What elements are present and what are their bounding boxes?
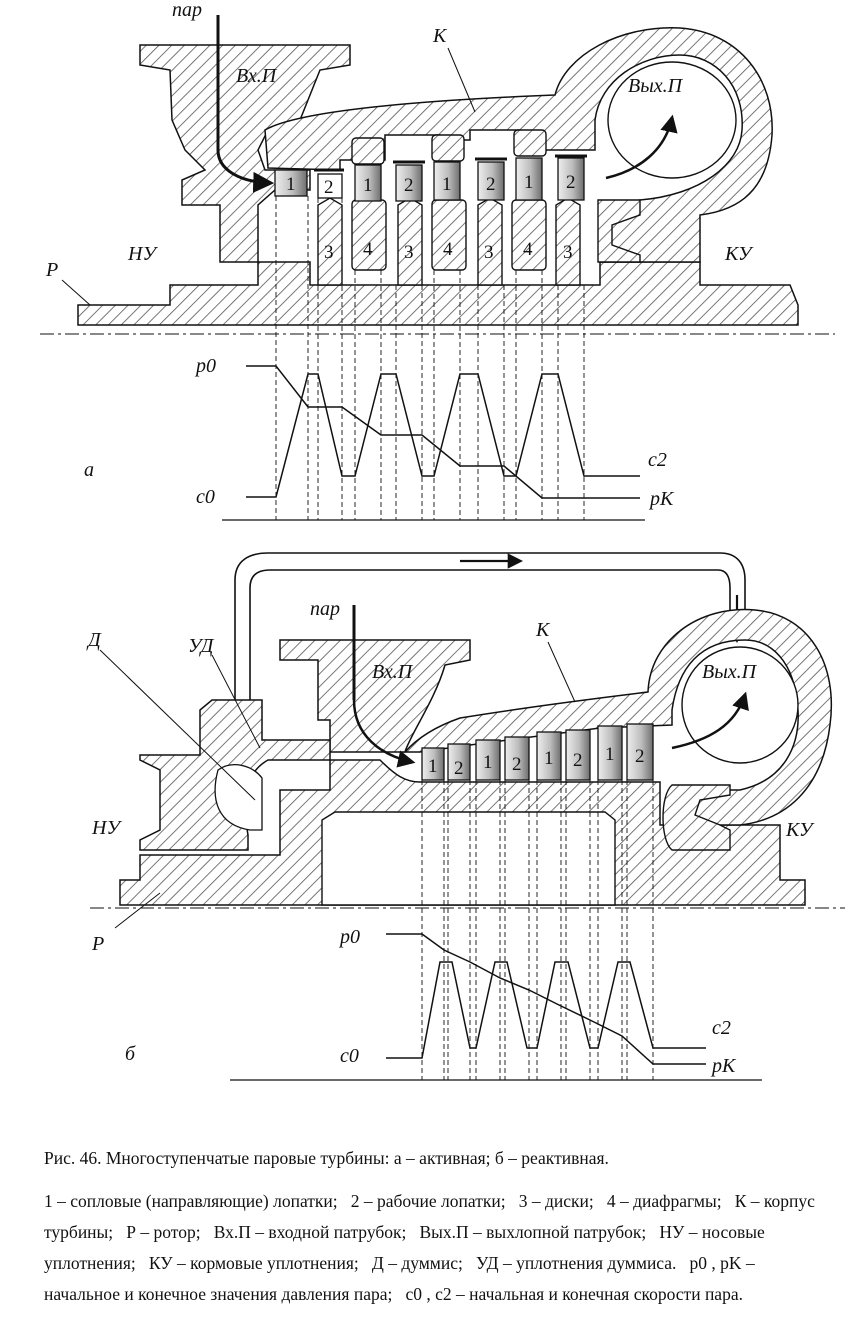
steam-curve-b [352, 699, 416, 768]
pressure-curve-b [386, 933, 706, 1065]
disk-label: 3 [324, 242, 334, 263]
leader-casing-b [547, 641, 576, 703]
caption-title: Рис. 46. Многоступенчатые паровые турбин… [44, 1148, 609, 1168]
nose-seal-label-b: НУ [91, 817, 122, 839]
disk-labels-a: 3 3 3 3 [324, 242, 573, 263]
blades-a [274, 157, 585, 202]
inlet-label-a: Вх.П [236, 65, 278, 87]
figure-legend: 1 – сопловые (направляющие) лопатки; 2 –… [44, 1186, 834, 1310]
blade-label: 2 [573, 750, 583, 771]
stern-seal-label-a: КУ [724, 243, 754, 265]
blade-label: 2 [324, 177, 334, 198]
inlet-label-b: Вх.П [372, 661, 414, 683]
exhaust-arrow-a [605, 114, 678, 180]
diaphragm-heads-a [351, 129, 547, 165]
diaphragm-label: 4 [443, 239, 453, 260]
variant-label-b: б [125, 1043, 136, 1065]
blade-label: 1 [428, 756, 438, 777]
rotor-label-b: Р [91, 933, 104, 955]
pressure-curve-a [246, 365, 640, 499]
blade-label: 2 [512, 754, 522, 775]
projection-lines-b [421, 780, 654, 1080]
projection-lines-a [275, 196, 585, 520]
diaphragm-label: 4 [363, 239, 373, 260]
blade-labels-a: 1 2 1 2 1 2 1 2 [286, 172, 576, 198]
steam-label-a: пар [172, 0, 202, 21]
velocity-curve-b [386, 961, 706, 1059]
diaphragm-labels-a: 4 4 4 [363, 239, 533, 260]
blade-label: 1 [363, 175, 373, 196]
p0-label-b: p0 [338, 926, 360, 948]
rotor-a [77, 261, 799, 326]
steam-label-b: пар [310, 598, 340, 620]
blade-label: 2 [486, 174, 496, 195]
outlet-label-b: Вых.П [702, 661, 758, 683]
dummy-seal-label-b: УД [188, 635, 215, 657]
disk-label: 3 [484, 242, 494, 263]
disk-label: 3 [563, 242, 573, 263]
discs-a [317, 197, 581, 286]
blade-labels-b: 1 2 1 2 1 2 1 2 [428, 744, 645, 779]
c2-label-b: c2 [712, 1017, 731, 1039]
casing-inlet-a [139, 44, 351, 263]
turbine-diagram: пар Вх.П Вых.П К НУ КУ Р 1 2 1 2 1 2 1 2… [40, 0, 845, 1081]
casing-body-b [403, 608, 833, 826]
balance-pipe-inner-b [249, 569, 731, 760]
leader-rotor-a [61, 279, 91, 306]
casing-body-a [264, 27, 773, 263]
exhaust-arrow-b [671, 691, 749, 750]
blade-label: 1 [483, 752, 493, 773]
casing-label-b: К [535, 619, 551, 641]
stern-seal-block-a [597, 199, 641, 263]
blade-label: 1 [442, 174, 452, 195]
c2-label-a: c2 [648, 449, 667, 471]
blades-b [421, 723, 654, 781]
diagram-b: пар Вх.П Вых.П К НУ КУ Р Д УД 1 2 1 2 1 … [86, 552, 845, 1081]
dummy-hollow-b [214, 764, 263, 831]
stern-seal-block-b [662, 784, 731, 851]
figure-caption: Рис. 46. Многоступенчатые паровые турбин… [44, 1143, 834, 1174]
leader-casing-a [447, 47, 476, 113]
outlet-label-a: Вых.П [628, 75, 684, 97]
blade-label: 1 [286, 174, 296, 195]
pk-label-a: pK [648, 488, 675, 510]
variant-label-a: а [84, 459, 94, 481]
blade-label: 1 [605, 744, 615, 765]
blade-label: 1 [544, 748, 554, 769]
steam-arrow-a [216, 15, 275, 193]
pk-label-b: pK [710, 1055, 737, 1077]
c0-label-b: c0 [340, 1045, 359, 1067]
leader-dummy-b [99, 649, 256, 801]
balance-pipe-b [234, 552, 746, 760]
casing-inlet-b [279, 639, 471, 753]
blade-label: 2 [635, 746, 645, 767]
casing-label-a: К [432, 25, 448, 47]
diaphragm-label: 4 [523, 239, 533, 260]
blade-caps-a [314, 154, 587, 172]
stern-seal-label-b: КУ [785, 819, 815, 841]
c0-label-a: c0 [196, 486, 215, 508]
blade-label: 2 [566, 172, 576, 193]
rotor-hollow-b [321, 811, 616, 906]
blade-label: 2 [404, 175, 414, 196]
dummy-label-b: Д [86, 629, 102, 651]
blade-label: 2 [454, 758, 464, 779]
p0-label-a: p0 [194, 355, 216, 377]
velocity-curve-a [246, 373, 640, 498]
blade-label: 1 [524, 172, 534, 193]
rotor-label-a: Р [45, 259, 58, 281]
leader-dummy-seal-b [211, 654, 261, 749]
leader-rotor-b [114, 892, 161, 929]
caption-legend: 1 – сопловые (направляющие) лопатки; 2 –… [44, 1191, 820, 1304]
diagram-a: пар Вх.П Вых.П К НУ КУ Р 1 2 1 2 1 2 1 2… [40, 0, 835, 521]
diaphragms-a [351, 199, 547, 271]
disk-label: 3 [404, 242, 414, 263]
nose-seal-label-a: НУ [127, 243, 158, 265]
